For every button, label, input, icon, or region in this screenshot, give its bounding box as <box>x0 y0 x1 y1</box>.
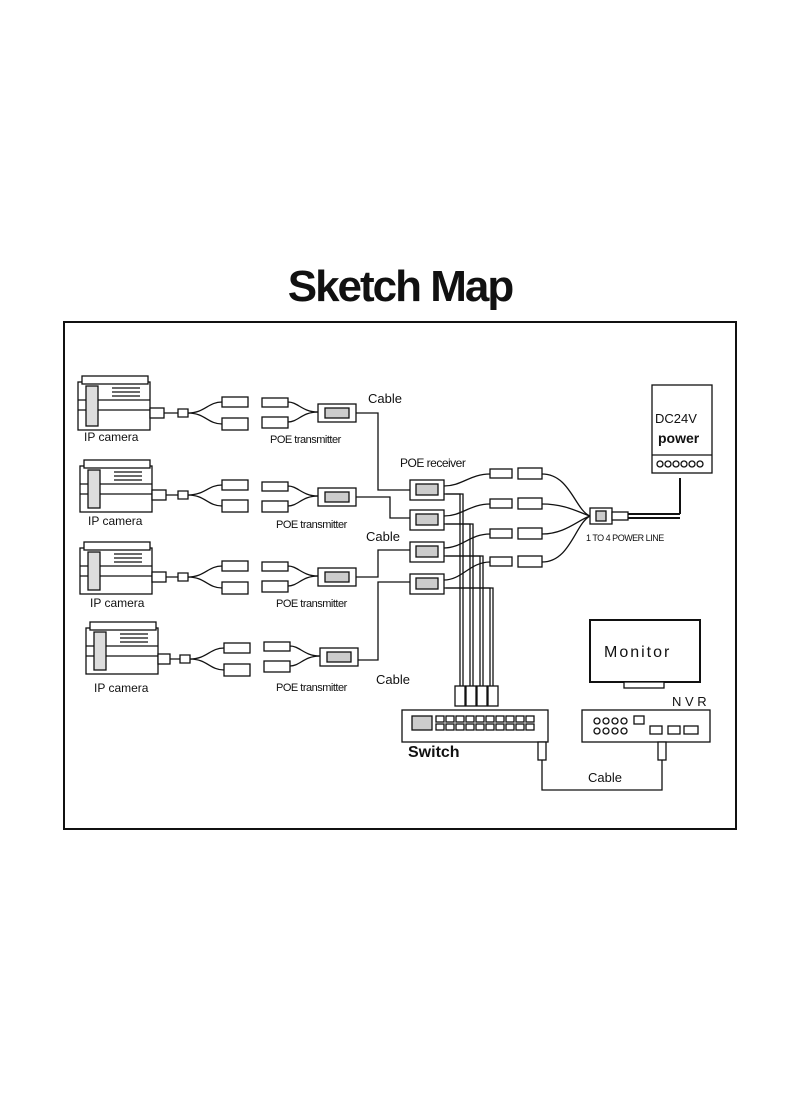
ip-camera-4 <box>85 621 171 675</box>
power-pigtails <box>443 467 591 581</box>
power-label: power <box>658 430 700 446</box>
cable-label-3: Cable <box>376 672 410 687</box>
poe-transmitter-label-3: POE transmitter <box>276 598 348 610</box>
dc-plug-icon <box>221 479 249 491</box>
cable-2 <box>356 496 410 519</box>
dc-plug-icon <box>221 560 249 572</box>
dc-plug-icon <box>223 642 251 654</box>
ip-camera-3 <box>79 541 167 595</box>
switch-label: Switch <box>408 744 460 761</box>
poe-transmitter-2 <box>261 481 357 513</box>
poe-transmitter-3 <box>261 561 357 593</box>
cable-4 <box>358 581 410 661</box>
ip-camera-2 <box>79 459 167 513</box>
poe-transmitter-4 <box>263 641 359 673</box>
rj45-plug-icon <box>221 499 249 513</box>
diagram-frame <box>63 321 737 830</box>
cable-label-1: Cable <box>368 391 402 406</box>
poe-receiver-group <box>409 479 445 595</box>
poe-transmitter-label-1: POE transmitter <box>270 434 342 446</box>
network-switch <box>401 709 549 743</box>
poe-transmitter-label-2: POE transmitter <box>276 519 348 531</box>
dc-plug-icon <box>221 396 249 408</box>
nvr-device <box>581 709 711 743</box>
rj45-plug-icon <box>221 417 249 431</box>
ip-camera-label-2: IP camera <box>88 514 143 528</box>
nvr-label: N V R <box>672 694 707 709</box>
ip-camera-1 <box>77 375 165 431</box>
monitor-label: Monitor <box>604 644 671 661</box>
camera-row-4: IP camera POE transmitter Cable <box>85 581 410 695</box>
poe-transmitter-1 <box>261 397 357 429</box>
network-cables <box>444 493 499 707</box>
camera-row-1: IP camera POE transmitter Cable <box>77 375 410 491</box>
power-supply <box>651 384 713 474</box>
ip-camera-label-1: IP camera <box>84 430 139 444</box>
camera-row-3: IP camera POE transmitter Cable <box>79 529 410 610</box>
cable-1 <box>356 412 410 491</box>
rj45-plug-icon <box>221 581 249 595</box>
ip-camera-label-4: IP camera <box>94 681 149 695</box>
cable-label-4: Cable <box>588 770 622 785</box>
monitor <box>589 619 701 689</box>
ip-camera-label-3: IP camera <box>90 596 145 610</box>
camera-row-2: IP camera POE transmitter <box>79 459 410 531</box>
power-line-label: 1 TO 4 POWER LINE <box>586 533 664 543</box>
dc-voltage-label: DC24V <box>655 411 697 426</box>
switch-nvr-cable <box>537 741 667 791</box>
rj45-plug-icon <box>223 663 251 677</box>
page-title: Sketch Map <box>287 262 515 311</box>
cable-label-2: Cable <box>366 529 400 544</box>
poe-receiver-label: POE receiver <box>400 456 466 470</box>
power-splitter <box>589 478 681 525</box>
poe-transmitter-label-4: POE transmitter <box>276 682 348 694</box>
cable-3 <box>356 549 410 578</box>
